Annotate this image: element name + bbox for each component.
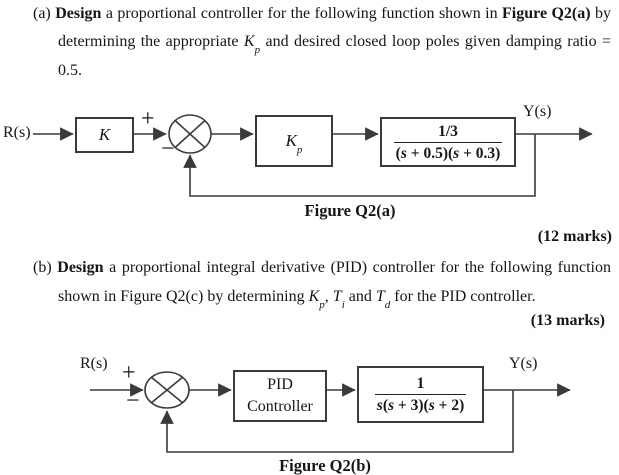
a-minus-sign: − (161, 136, 175, 162)
b-plant-transfer-function: 1 s(s + 3)(s + 2) (374, 374, 467, 415)
question-b-bold-design: Design (57, 259, 104, 276)
question-b-text-3: , (324, 288, 333, 305)
a-den-p2: + 0.5)( (406, 144, 454, 162)
a-den-s1: s (400, 144, 407, 162)
a-input-signal-label: R(s) (3, 124, 31, 141)
a-controller-block-label: Kp (285, 131, 303, 156)
b-td-subscript: d (384, 299, 391, 312)
a-controller-var-subscript: p (296, 144, 303, 157)
question-b-text-4: and (344, 288, 376, 305)
question-a-marks: (12 marks) (537, 228, 612, 245)
kp-symbol: K (243, 33, 255, 50)
question-a-text-3: determining the appropriate (58, 33, 244, 50)
b-ti-symbol: T (332, 288, 342, 305)
a-controller-block: Kp (255, 115, 333, 167)
b-controller-label-line1: PID (267, 376, 293, 393)
b-plant-numerator: 1 (416, 375, 425, 392)
question-a-text-1: a proportional controller for the follow… (101, 5, 503, 22)
b-kp-subscript: p (319, 299, 325, 312)
a-gain-block-label: K (98, 125, 111, 144)
a-controller-var: K (285, 131, 297, 150)
b-den-p3: + 2) (434, 397, 465, 414)
question-b-marks: (13 marks) (530, 312, 605, 329)
question-a-text-4: and desired closed loop poles given damp… (260, 33, 611, 50)
b-den-s2: s (428, 397, 435, 414)
question-a-bold-design: Design (55, 5, 102, 22)
question-a-line-2: determining the appropriate Kp and desir… (58, 31, 611, 57)
b-den-p1: ( (382, 397, 388, 414)
a-feedback-path (183, 134, 536, 197)
b-feedback-path (160, 390, 514, 453)
question-a-damping-value: 0.5. (58, 62, 82, 79)
question-a-bold-figure-ref: Figure Q2(a) (502, 5, 591, 22)
b-controller-label-line2: Controller (247, 398, 313, 415)
question-a-text-2: by (590, 5, 612, 22)
a-plant-denominator: (s + 0.5)(s + 0.3) (393, 141, 503, 163)
b-den-s1: s (387, 397, 395, 414)
b-ti-subscript: i (341, 299, 345, 312)
a-plant-block: 1/3 (s + 0.5)(s + 0.3) (380, 117, 516, 167)
a-junction-cross-2 (174, 120, 206, 148)
b-input-signal-label: R(s) (80, 355, 108, 372)
question-b-text-2: shown in Figure Q2(c) by determining (58, 288, 309, 305)
question-b-line-2: shown in Figure Q2(c) by determining Kp,… (58, 286, 536, 312)
question-b-text-1: a proportional integral derivative (PID)… (103, 259, 611, 276)
b-den-s0: s (376, 397, 383, 414)
a-output-signal-label: Y(s) (523, 103, 552, 120)
b-kp-symbol: K (308, 288, 320, 305)
a-den-s2: s (453, 144, 460, 162)
b-td-symbol: T (375, 288, 385, 305)
a-den-p1: ( (395, 144, 401, 162)
question-b-text-5: for the PID controller. (390, 288, 536, 305)
b-minus-sign: − (126, 388, 140, 414)
question-a-line-1: (a) Design a proportional controller for… (33, 3, 611, 25)
b-plant-block: 1 s(s + 3)(s + 2) (357, 366, 484, 423)
question-b-line-1: (b) Design a proportional integral deriv… (33, 257, 611, 279)
b-plant-denominator: s(s + 3)(s + 2) (374, 394, 467, 415)
kp-subscript: p (254, 44, 261, 57)
b-output-signal-label: Y(s) (509, 355, 538, 372)
a-figure-caption: Figure Q2(a) (304, 201, 396, 220)
b-junction-cross-2 (150, 376, 184, 404)
a-gain-block: K (75, 117, 134, 153)
question-b-marker: (b) (33, 259, 52, 276)
a-plant-transfer-function: 1/3 (s + 0.5)(s + 0.3) (393, 122, 503, 163)
a-den-p3: + 0.3) (459, 144, 501, 162)
a-plant-numerator: 1/3 (438, 122, 458, 140)
a-plus-sign: + (141, 106, 155, 132)
b-plus-sign: + (122, 360, 136, 386)
question-a-line-3: 0.5. (58, 60, 82, 82)
b-figure-caption: Figure Q2(b) (279, 456, 371, 475)
b-den-p2: + 3)( (394, 397, 429, 414)
question-a-marker: (a) (33, 5, 51, 22)
b-controller-block: PID Controller (233, 370, 327, 422)
